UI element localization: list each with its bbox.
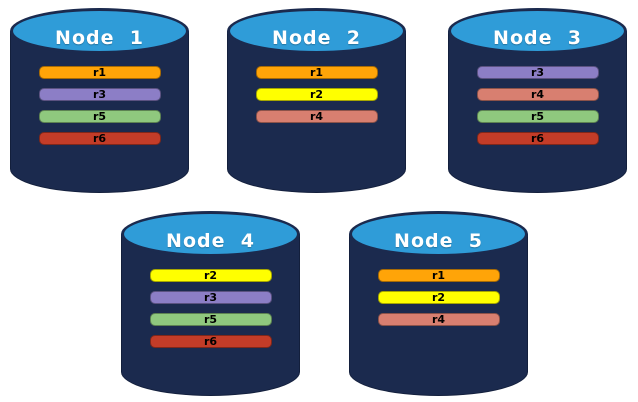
replica-bar-r3: r3 bbox=[149, 291, 272, 304]
node-cylinder-5: Node 5 r1 r2 r4 bbox=[349, 211, 528, 396]
replica-bar-r3: r3 bbox=[476, 66, 599, 79]
replica-bar-r4: r4 bbox=[476, 88, 599, 101]
replica-bar-r5: r5 bbox=[38, 110, 161, 123]
replica-bar-r1: r1 bbox=[38, 66, 161, 79]
replica-bar-r5: r5 bbox=[149, 313, 272, 326]
replica-bar-r3: r3 bbox=[38, 88, 161, 101]
cylinder-top-ellipse bbox=[10, 8, 189, 54]
replica-bar-r6: r6 bbox=[149, 335, 272, 348]
replica-bar-r6: r6 bbox=[38, 132, 161, 145]
replica-list: r1 r3 r5 r6 bbox=[38, 66, 161, 145]
replica-bar-r5: r5 bbox=[476, 110, 599, 123]
node-title: Node 1 bbox=[55, 27, 144, 49]
replica-list: r1 r2 r4 bbox=[377, 269, 500, 326]
node-title: Node 5 bbox=[394, 230, 483, 252]
cylinder-top-ellipse bbox=[448, 8, 627, 54]
replica-list: r3 r4 r5 r6 bbox=[476, 66, 599, 145]
replica-bar-r1: r1 bbox=[377, 269, 500, 282]
replica-bar-r4: r4 bbox=[255, 110, 378, 123]
node-cylinder-2: Node 2 r1 r2 r4 bbox=[227, 8, 406, 193]
replica-bar-r4: r4 bbox=[377, 313, 500, 326]
replica-bar-r1: r1 bbox=[255, 66, 378, 79]
replica-bar-r6: r6 bbox=[476, 132, 599, 145]
replica-bar-r2: r2 bbox=[149, 269, 272, 282]
node-cylinder-4: Node 4 r2 r3 r5 r6 bbox=[121, 211, 300, 396]
cylinder-top-ellipse bbox=[121, 211, 300, 257]
cylinder-top-ellipse bbox=[227, 8, 406, 54]
replica-list: r2 r3 r5 r6 bbox=[149, 269, 272, 348]
node-title: Node 2 bbox=[272, 27, 361, 49]
replica-bar-r2: r2 bbox=[377, 291, 500, 304]
node-title: Node 3 bbox=[493, 27, 582, 49]
node-cylinder-3: Node 3 r3 r4 r5 r6 bbox=[448, 8, 627, 193]
replica-list: r1 r2 r4 bbox=[255, 66, 378, 123]
node-title: Node 4 bbox=[166, 230, 255, 252]
cylinder-top-ellipse bbox=[349, 211, 528, 257]
replica-bar-r2: r2 bbox=[255, 88, 378, 101]
node-cylinder-1: Node 1 r1 r3 r5 r6 bbox=[10, 8, 189, 193]
